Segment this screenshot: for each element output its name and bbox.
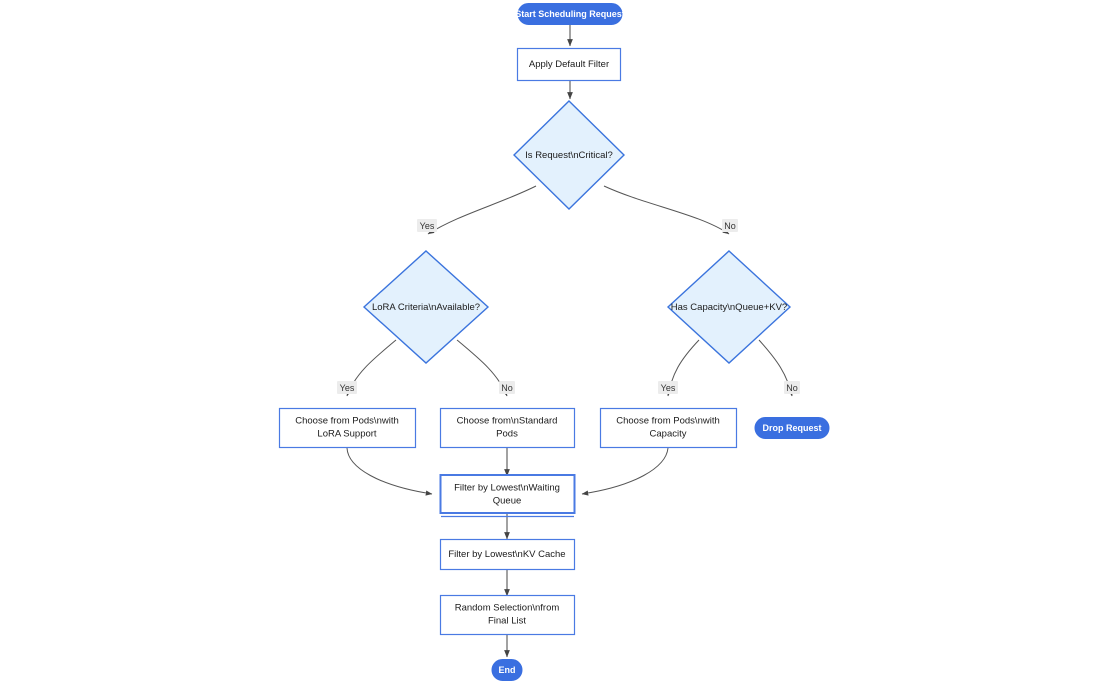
node-lora-criteria-available-shape[interactable] bbox=[362, 250, 490, 364]
edge-label-bg bbox=[499, 381, 515, 394]
node-choose-standard-pods-shape[interactable] bbox=[439, 407, 576, 449]
node-drop-request-label: Drop Request bbox=[762, 423, 821, 433]
node-drop-request[interactable]: Drop Request bbox=[754, 417, 830, 439]
edge-label-bg bbox=[337, 381, 357, 394]
edge-label-text: Yes bbox=[340, 383, 355, 393]
edge-label-lora-yes: Yes bbox=[337, 381, 357, 394]
node-choose-standard-pods-label-line1: Choose from\nStandard bbox=[457, 416, 558, 427]
node-end-shape[interactable] bbox=[491, 659, 523, 681]
node-filter-kv-cache-shape[interactable] bbox=[439, 538, 576, 571]
node-start[interactable]: Start Scheduling Request bbox=[515, 3, 625, 25]
edge-label-layer: Yes No Yes No Yes No bbox=[337, 219, 800, 394]
node-apply-default-filter-label: Apply Default Filter bbox=[529, 59, 609, 70]
node-has-capacity-shape[interactable] bbox=[666, 250, 792, 364]
edge-label-text: No bbox=[786, 383, 798, 393]
node-choose-capacity-pods-label-line1: Choose from Pods\nwith bbox=[616, 416, 720, 427]
edge-label-capacity-yes: Yes bbox=[658, 381, 678, 394]
node-random-selection-shape[interactable] bbox=[439, 594, 576, 636]
edge-label-bg bbox=[417, 219, 437, 232]
node-start-shape[interactable] bbox=[517, 3, 623, 25]
node-random-selection-label-line1: Random Selection\nfrom bbox=[455, 603, 560, 614]
node-filter-waiting-queue[interactable]: Filter by Lowest\nWaiting Queue bbox=[439, 474, 576, 518]
edge-label-text: No bbox=[724, 221, 736, 231]
node-choose-lora-pods-label-line1: Choose from Pods\nwith bbox=[295, 416, 399, 427]
edge-label-text: Yes bbox=[420, 221, 435, 231]
node-choose-lora-pods-label-line2: LoRA Support bbox=[317, 429, 377, 440]
node-filter-kv-cache[interactable]: Filter by Lowest\nKV Cache bbox=[439, 538, 576, 571]
node-has-capacity[interactable]: Has Capacity\nQueue+KV? bbox=[666, 250, 792, 364]
node-filter-waiting-queue-label-line2: Queue bbox=[493, 496, 522, 507]
node-random-selection[interactable]: Random Selection\nfrom Final List bbox=[439, 594, 576, 636]
node-is-request-critical[interactable]: Is Request\nCritical? bbox=[513, 100, 625, 210]
node-filter-waiting-queue-label-line1: Filter by Lowest\nWaiting bbox=[454, 483, 560, 494]
edge-choose-capacity-pods-to-filter-waiting-queue bbox=[581, 447, 669, 496]
edge-label-text: No bbox=[501, 383, 513, 393]
node-lora-criteria-available-label: LoRA Criteria\nAvailable? bbox=[372, 302, 480, 313]
edge-critical-no-to-has-capacity bbox=[603, 185, 730, 235]
node-choose-capacity-pods-label-line2: Capacity bbox=[650, 429, 687, 440]
node-choose-capacity-pods[interactable]: Choose from Pods\nwith Capacity bbox=[599, 407, 738, 449]
node-choose-standard-pods-label-line2: Pods bbox=[496, 429, 518, 440]
node-end[interactable]: End bbox=[491, 659, 523, 681]
node-filter-waiting-queue-shape[interactable] bbox=[439, 474, 576, 514]
edge-label-critical-yes: Yes bbox=[417, 219, 437, 232]
node-apply-default-filter-shape[interactable] bbox=[516, 47, 622, 82]
node-choose-standard-pods[interactable]: Choose from\nStandard Pods bbox=[439, 407, 576, 449]
node-choose-lora-pods-shape[interactable] bbox=[278, 407, 417, 449]
node-random-selection-label-line2: Final List bbox=[488, 616, 526, 627]
node-apply-default-filter[interactable]: Apply Default Filter bbox=[516, 47, 622, 82]
node-start-label: Start Scheduling Request bbox=[515, 9, 625, 19]
node-choose-lora-pods[interactable]: Choose from Pods\nwith LoRA Support bbox=[278, 407, 417, 449]
edge-choose-lora-pods-to-filter-waiting-queue bbox=[346, 447, 433, 496]
edge-label-bg bbox=[784, 381, 800, 394]
node-choose-capacity-pods-shape[interactable] bbox=[599, 407, 738, 449]
edge-label-capacity-no: No bbox=[784, 381, 800, 394]
edge-label-critical-no: No bbox=[722, 219, 738, 232]
node-is-request-critical-shape[interactable] bbox=[513, 100, 625, 210]
node-is-request-critical-label: Is Request\nCritical? bbox=[525, 150, 613, 161]
node-has-capacity-label: Has Capacity\nQueue+KV? bbox=[671, 302, 787, 313]
node-lora-criteria-available[interactable]: LoRA Criteria\nAvailable? bbox=[362, 250, 490, 364]
edge-label-bg bbox=[722, 219, 738, 232]
edge-label-bg bbox=[658, 381, 678, 394]
edge-layer bbox=[346, 25, 794, 658]
node-filter-kv-cache-label: Filter by Lowest\nKV Cache bbox=[448, 549, 565, 560]
node-end-label: End bbox=[499, 665, 516, 675]
edge-label-lora-no: No bbox=[499, 381, 515, 394]
edge-critical-yes-to-lora-criteria bbox=[427, 185, 537, 235]
edge-label-text: Yes bbox=[661, 383, 676, 393]
node-layer: Start Scheduling Request Apply Default F… bbox=[278, 3, 830, 681]
node-drop-request-shape[interactable] bbox=[754, 417, 830, 439]
